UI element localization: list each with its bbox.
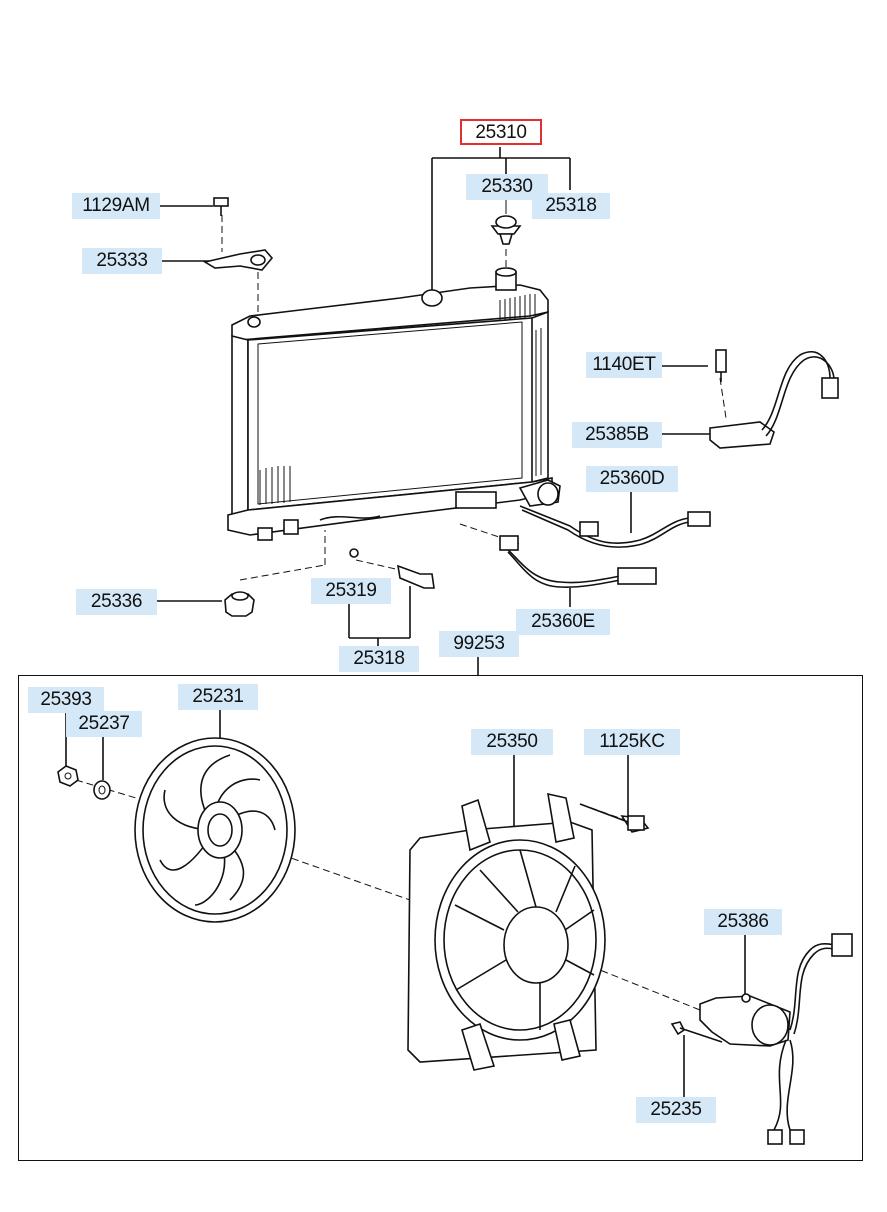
callout-25235[interactable]: 25235	[636, 1097, 716, 1123]
callout-25318-top[interactable]: 25318	[532, 193, 610, 219]
bracket-and-bolt	[202, 197, 274, 271]
callout-25319[interactable]: 25319	[311, 578, 391, 604]
callout-25318-bottom[interactable]: 25318	[339, 646, 419, 672]
callout-1140ET[interactable]: 1140ET	[586, 352, 662, 378]
callout-25336[interactable]: 25336	[76, 589, 157, 615]
nut-and-washer	[57, 765, 111, 800]
fan-assembly-group-box	[18, 675, 863, 1161]
callout-99253[interactable]: 99253	[439, 631, 519, 657]
callout-25310[interactable]: 25310	[460, 119, 542, 145]
radiator-cap	[490, 215, 522, 245]
sensor-harnesses	[499, 505, 711, 588]
callout-25360D[interactable]: 25360D	[586, 466, 678, 492]
fan-shroud	[407, 792, 650, 1071]
callout-25385B[interactable]: 25385B	[572, 422, 662, 448]
lower-mount-and-plug	[224, 548, 435, 617]
motor-screw	[670, 1021, 723, 1043]
fan-blade	[134, 737, 296, 923]
callout-25237[interactable]: 25237	[66, 711, 142, 737]
callout-25231[interactable]: 25231	[178, 684, 258, 710]
callout-25333[interactable]: 25333	[82, 248, 162, 274]
callout-25393[interactable]: 25393	[28, 687, 104, 713]
callout-25360E[interactable]: 25360E	[516, 609, 610, 635]
callout-1125KC[interactable]: 1125KC	[584, 729, 680, 755]
callout-1129AM[interactable]: 1129AM	[72, 193, 160, 219]
callout-25330[interactable]: 25330	[466, 174, 548, 200]
callout-25350[interactable]: 25350	[471, 729, 553, 755]
shroud-bolt	[579, 803, 645, 831]
callout-25386[interactable]: 25386	[704, 909, 782, 935]
fan-resistor	[709, 349, 839, 449]
radiator-core	[227, 267, 561, 541]
fan-motor	[699, 933, 853, 1145]
